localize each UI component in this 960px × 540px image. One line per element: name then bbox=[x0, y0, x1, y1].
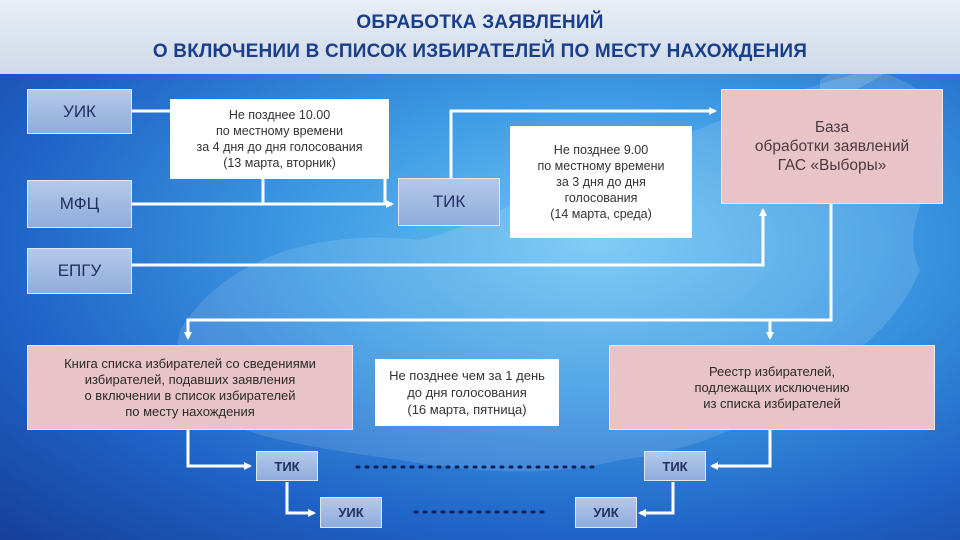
deadline2-line2: по местному времени bbox=[537, 159, 665, 173]
database-line3: ГАС «Выборы» bbox=[777, 157, 887, 174]
uik-right-box[interactable]: УИК bbox=[575, 497, 637, 528]
deadline1-line1: Не позднее 10.00 bbox=[228, 108, 331, 122]
book-line4: по месту нахождения bbox=[125, 403, 255, 419]
book-line1: Книга списка избирателей со сведениями bbox=[64, 355, 316, 371]
exclusion-registry-box[interactable]: Реестр избирателей, подлежащих исключени… bbox=[609, 345, 935, 430]
arrow-tik-to-uik-left bbox=[285, 482, 316, 517]
title-bar bbox=[0, 0, 960, 74]
deadline2-line5: (14 марта, среда) bbox=[550, 207, 652, 221]
page-title-line2: О ВКЛЮЧЕНИИ В СПИСОК ИЗБИРАТЕЛЕЙ ПО МЕСТ… bbox=[152, 41, 808, 62]
uik-left-box[interactable]: УИК bbox=[320, 497, 382, 528]
deadline2-line1: Не позднее 9.00 bbox=[553, 143, 649, 157]
registry-line1: Реестр избирателей, bbox=[708, 363, 836, 379]
deadline1-line2: по местному времени bbox=[215, 124, 343, 138]
arrow-tik-to-uik-right bbox=[638, 482, 675, 517]
arrow-database-to-book bbox=[184, 204, 833, 340]
tik-right-box[interactable]: ТИК bbox=[644, 451, 706, 481]
deadline2-line3: за 3 дня до дня bbox=[556, 175, 646, 189]
registry-line2: подлежащих исключению bbox=[694, 379, 850, 395]
arrow-registry-to-tik bbox=[710, 430, 772, 470]
epgu-box[interactable]: ЕПГУ bbox=[27, 248, 132, 294]
book-line2: избирателей, подавших заявления bbox=[84, 371, 296, 387]
uik-box[interactable]: УИК bbox=[27, 89, 132, 134]
arrow-epgu-to-database bbox=[131, 208, 767, 267]
arrow-book-to-tik bbox=[186, 430, 252, 470]
book-line3: о включении в список избирателей bbox=[84, 387, 296, 403]
deadline1-line3: за 4 дня до дня голосования bbox=[196, 140, 363, 154]
voter-list-book-box[interactable]: Книга списка избирателей со сведениями и… bbox=[27, 345, 353, 430]
deadline2-line4: голосования bbox=[564, 191, 638, 205]
tik-main-box[interactable]: ТИК bbox=[398, 178, 500, 226]
arrow-tik-to-database bbox=[449, 107, 717, 178]
tik-left-box[interactable]: ТИК bbox=[256, 451, 318, 481]
database-line1: База bbox=[814, 119, 850, 136]
deadline1-line4: (13 марта, вторник) bbox=[223, 156, 336, 170]
deadline3-line3: (16 марта, пятница) bbox=[407, 402, 527, 417]
deadline-box-1: Не позднее 10.00 по местному времени за … bbox=[170, 99, 389, 179]
deadline-box-3: Не позднее чем за 1 день до дня голосова… bbox=[375, 359, 559, 426]
deadline3-line1: Не позднее чем за 1 день bbox=[389, 368, 545, 383]
mfc-box[interactable]: МФЦ bbox=[27, 180, 132, 228]
database-line2: обработки заявлений bbox=[754, 138, 910, 155]
deadline-box-2: Не позднее 9.00 по местному времени за 3… bbox=[510, 126, 692, 238]
registry-line3: из списка избирателей bbox=[703, 395, 841, 411]
deadline3-line2: до дня голосования bbox=[407, 385, 527, 400]
database-box[interactable]: База обработки заявлений ГАС «Выборы» bbox=[721, 89, 943, 204]
page-title-line1: ОБРАБОТКА ЗАЯВЛЕНИЙ bbox=[356, 12, 604, 33]
